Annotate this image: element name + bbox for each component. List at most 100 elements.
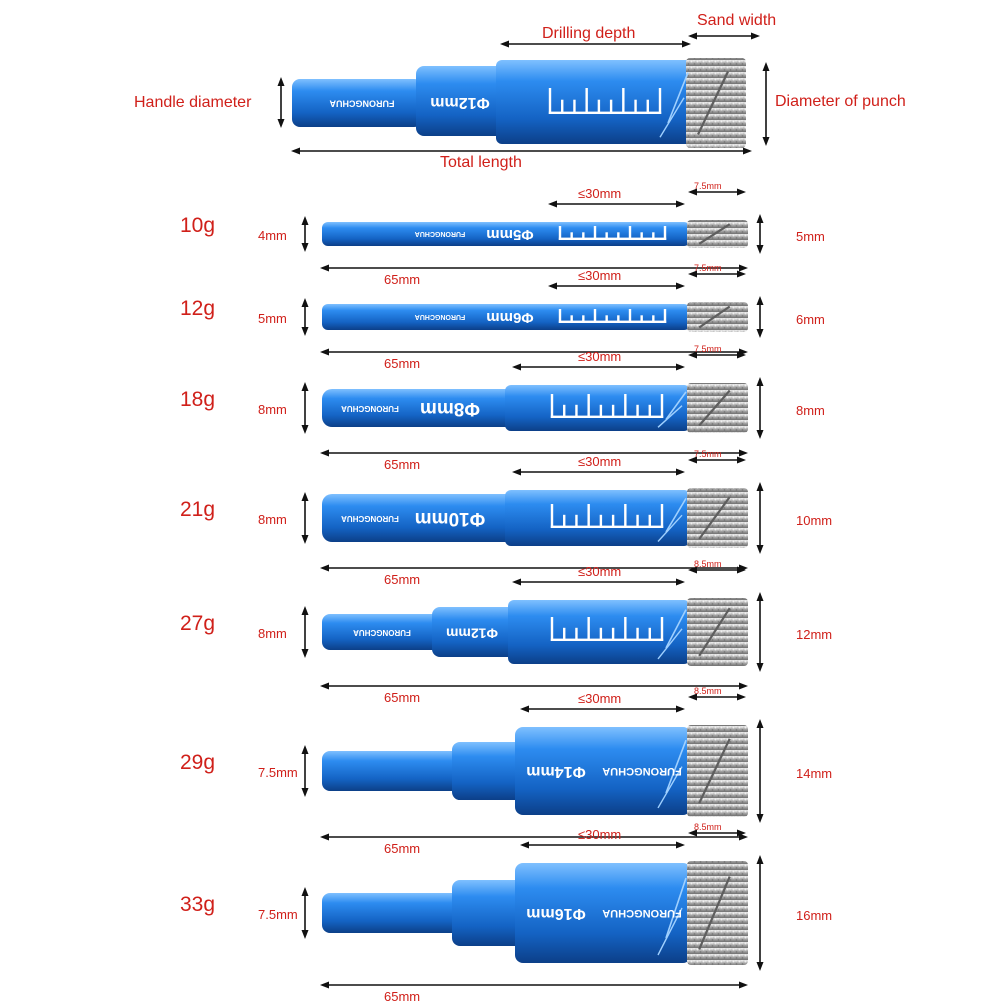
shaft-label: Φ10mm	[415, 508, 486, 529]
brand-label: FURONGCHUA	[353, 628, 411, 637]
depth-scale	[550, 504, 664, 528]
sand-width-value: 8.5mm	[694, 686, 722, 696]
arrow-sand-width	[688, 32, 760, 40]
label-total-length: Total length	[440, 154, 522, 171]
bit-shank	[432, 607, 516, 657]
grit-tip	[687, 302, 748, 332]
depth-scale	[548, 88, 662, 114]
sand-width-value: 8.5mm	[694, 822, 722, 832]
length-value: 65mm	[384, 841, 420, 856]
body-barrel	[496, 60, 692, 144]
sand-width-value: 7.5mm	[694, 344, 722, 354]
punch-diameter-value: 10mm	[796, 513, 832, 528]
weight-label: 10g	[180, 214, 215, 237]
brand-label: FURONGCHUA	[415, 313, 466, 320]
grit-tip	[687, 383, 748, 433]
length-value: 65mm	[384, 356, 420, 371]
arrow-length	[320, 264, 748, 272]
label-handle-diameter: Handle diameter	[134, 94, 252, 111]
handle-diameter-value: 8mm	[258, 402, 287, 417]
shaft-label: Φ8mm	[420, 398, 480, 419]
bit-handle	[322, 614, 442, 650]
depth-value: ≤30mm	[578, 186, 621, 201]
depth-value: ≤30mm	[578, 349, 621, 364]
arrow-handle-diameter	[277, 77, 285, 128]
arrow-depth	[512, 363, 685, 371]
label-sand-width: Sand width	[697, 12, 776, 29]
brand-label: FURONGCHUA	[341, 514, 399, 523]
grit-tip	[687, 220, 748, 248]
depth-scale	[550, 394, 664, 418]
shaft-label: Φ16mm	[526, 905, 585, 922]
arrow-diameter	[756, 296, 764, 338]
depth-scale	[558, 226, 667, 240]
bit-body	[515, 727, 691, 815]
handle-diameter-value: 4mm	[258, 228, 287, 243]
arrow-drilling-depth	[500, 40, 691, 48]
arrow-depth	[548, 200, 685, 208]
flute-marks	[657, 609, 687, 660]
arrow-diameter	[756, 482, 764, 554]
punch-diameter-value: 14mm	[796, 766, 832, 781]
brand-label: FURONGCHUA	[329, 99, 394, 109]
handle-diameter-value: 5mm	[258, 311, 287, 326]
depth-value: ≤30mm	[578, 827, 621, 842]
arrow-length	[320, 564, 748, 572]
arrow-sand-width	[688, 829, 746, 837]
grit-tip	[687, 488, 748, 548]
arrow-length	[320, 449, 748, 457]
depth-scale	[550, 617, 664, 641]
arrow-handle	[301, 606, 309, 658]
flute-marks	[657, 391, 687, 428]
brand-label: FURONGCHUA	[341, 404, 399, 413]
arrow-diameter	[756, 377, 764, 439]
depth-value: ≤30mm	[578, 691, 621, 706]
bit-handle	[322, 893, 462, 933]
arrow-depth	[512, 578, 685, 586]
label-diameter-of-punch: Diameter of punch	[775, 93, 906, 110]
bit-shank	[322, 389, 522, 427]
bit-shank	[452, 741, 526, 801]
arrow-depth	[520, 841, 685, 849]
shaft-label: Φ5mm	[486, 226, 533, 243]
arrow-handle	[301, 382, 309, 434]
sand-width-value: 7.5mm	[694, 181, 722, 191]
arrow-diameter	[756, 214, 764, 254]
arrow-diameter-of-punch	[762, 62, 770, 146]
punch-diameter-value: 6mm	[796, 312, 825, 327]
weight-label: 12g	[180, 297, 215, 320]
arrow-sand-width	[688, 693, 746, 701]
shaft-label: Φ12mm	[446, 625, 498, 641]
arrow-handle	[301, 298, 309, 336]
handle-diameter-value: 8mm	[258, 626, 287, 641]
sand-width-value: 7.5mm	[694, 263, 722, 273]
handle-shank	[292, 79, 422, 127]
weight-label: 29g	[180, 751, 215, 774]
arrow-depth	[548, 282, 685, 290]
grit-tip	[687, 725, 748, 817]
brand-label: FURONGCHUA	[415, 230, 466, 237]
flute-marks	[657, 497, 687, 542]
weight-label: 33g	[180, 893, 215, 916]
arrow-length	[320, 348, 748, 356]
bit-shank	[322, 494, 522, 542]
arrow-diameter	[756, 719, 764, 823]
weight-label: 18g	[180, 388, 215, 411]
punch-diameter-value: 8mm	[796, 403, 825, 418]
sand-width-value: 8.5mm	[694, 559, 722, 569]
depth-scale	[558, 309, 667, 323]
bit-handle	[322, 751, 462, 791]
arrow-handle	[301, 745, 309, 797]
punch-diameter-value: 12mm	[796, 627, 832, 642]
depth-value: ≤30mm	[578, 268, 621, 283]
shaft-label: Φ14mm	[526, 763, 585, 780]
weight-label: 27g	[180, 612, 215, 635]
arrow-length	[320, 682, 748, 690]
handle-diameter-value: 7.5mm	[258, 907, 298, 922]
grit-tip	[686, 58, 746, 148]
